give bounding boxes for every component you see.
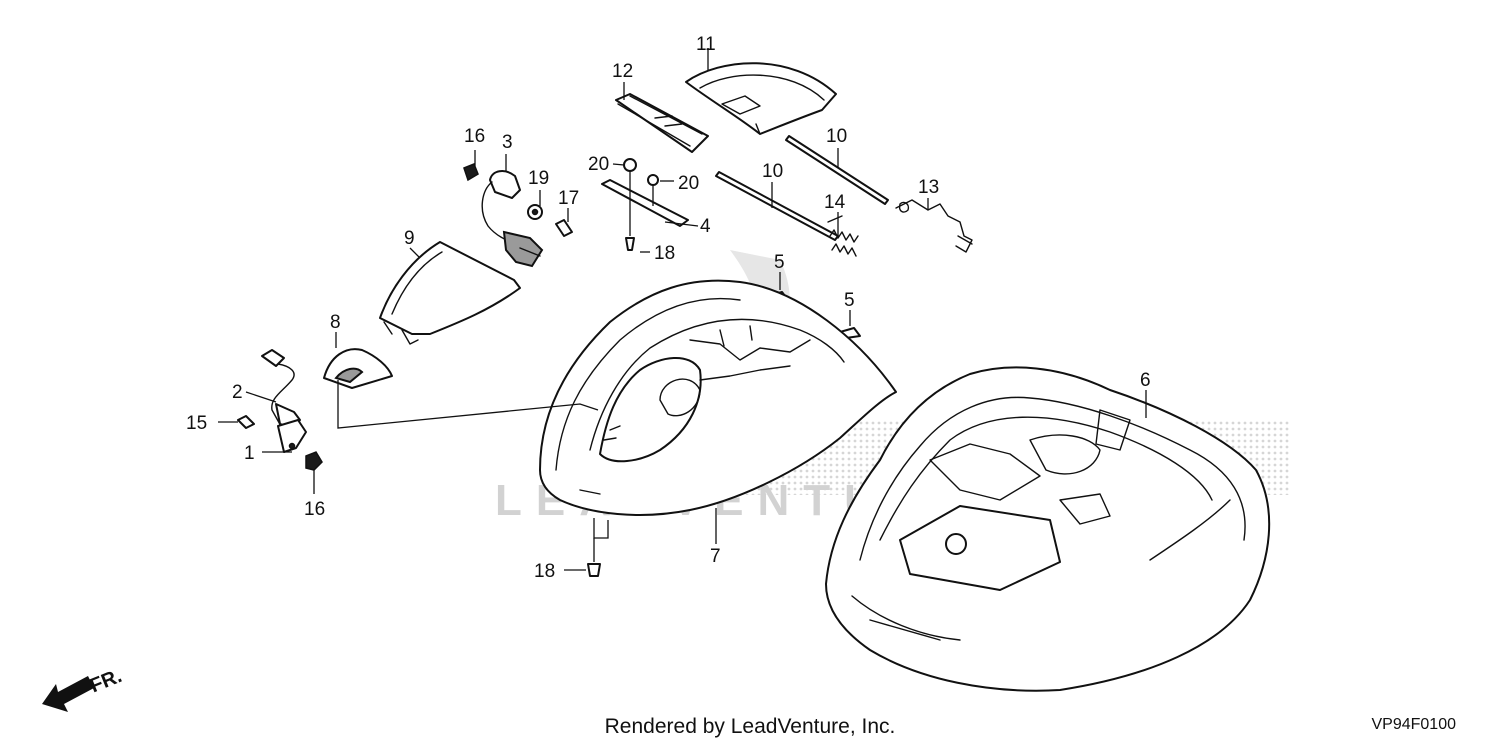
diagram-code: VP94F0100 (1371, 716, 1456, 733)
leader-lines (218, 48, 1147, 577)
callout-18b: 18 (534, 561, 555, 582)
callout-10b: 10 (762, 161, 783, 182)
callout-3: 3 (502, 132, 513, 153)
part-15-bolt[interactable] (237, 415, 255, 429)
callout-20b: 20 (678, 173, 699, 194)
front-direction-indicator: FR. (42, 665, 125, 712)
part-18-screw-upper[interactable] (625, 237, 635, 251)
front-arrow-icon (42, 676, 94, 712)
callout-6: 6 (1140, 370, 1151, 391)
callout-17: 17 (558, 188, 579, 209)
part-7-top-shell[interactable] (539, 279, 897, 516)
callout-16b: 16 (304, 499, 325, 520)
part-11-cover[interactable] (685, 62, 837, 135)
front-direction-label: FR. (87, 665, 125, 697)
part-20-washer-b[interactable] (647, 174, 659, 186)
callout-9: 9 (404, 228, 415, 249)
callout-20a: 20 (588, 154, 609, 175)
callout-15: 15 (186, 413, 207, 434)
part-13-spring-bracket[interactable] (895, 199, 973, 253)
callout-2: 2 (232, 382, 243, 403)
part-8-small-cover[interactable] (323, 348, 393, 389)
callout-5a: 5 (774, 252, 785, 273)
callout-5b: 5 (844, 290, 855, 311)
part-2-harness[interactable] (261, 349, 301, 429)
part-18-screw-lower[interactable] (587, 563, 601, 577)
footer-credit: Rendered by LeadVenture, Inc. (604, 715, 896, 738)
part-14-spring[interactable] (827, 215, 859, 257)
part-1-bracket[interactable] (277, 419, 307, 453)
part-12-handle[interactable] (615, 93, 709, 153)
callout-8: 8 (330, 312, 341, 333)
part-20-washer-a[interactable] (623, 158, 637, 172)
part-16-nut-lower[interactable] (305, 451, 323, 471)
callout-13: 13 (918, 177, 939, 198)
part-4-strip[interactable] (601, 158, 689, 251)
callout-11: 11 (696, 34, 716, 55)
callout-1: 1 (244, 443, 255, 464)
part-16-nut-upper[interactable] (463, 163, 479, 182)
part-9-panel[interactable] (379, 241, 521, 345)
callout-labels: 11 12 10 10 13 14 16 3 19 17 20 20 4 18 … (186, 34, 1151, 582)
callout-10a: 10 (826, 126, 847, 147)
callout-18a: 18 (654, 243, 675, 264)
callout-19: 19 (528, 168, 549, 189)
part-3-switch-assembly[interactable] (481, 170, 544, 268)
callout-12: 12 (612, 61, 633, 82)
part-17-bolt[interactable] (555, 219, 573, 237)
callout-4: 4 (700, 216, 711, 237)
callout-14: 14 (824, 192, 846, 213)
callout-16a: 16 (464, 126, 485, 147)
part-10-rods[interactable] (715, 135, 889, 241)
callout-7: 7 (710, 546, 721, 567)
part-6-base-body[interactable] (825, 366, 1271, 692)
